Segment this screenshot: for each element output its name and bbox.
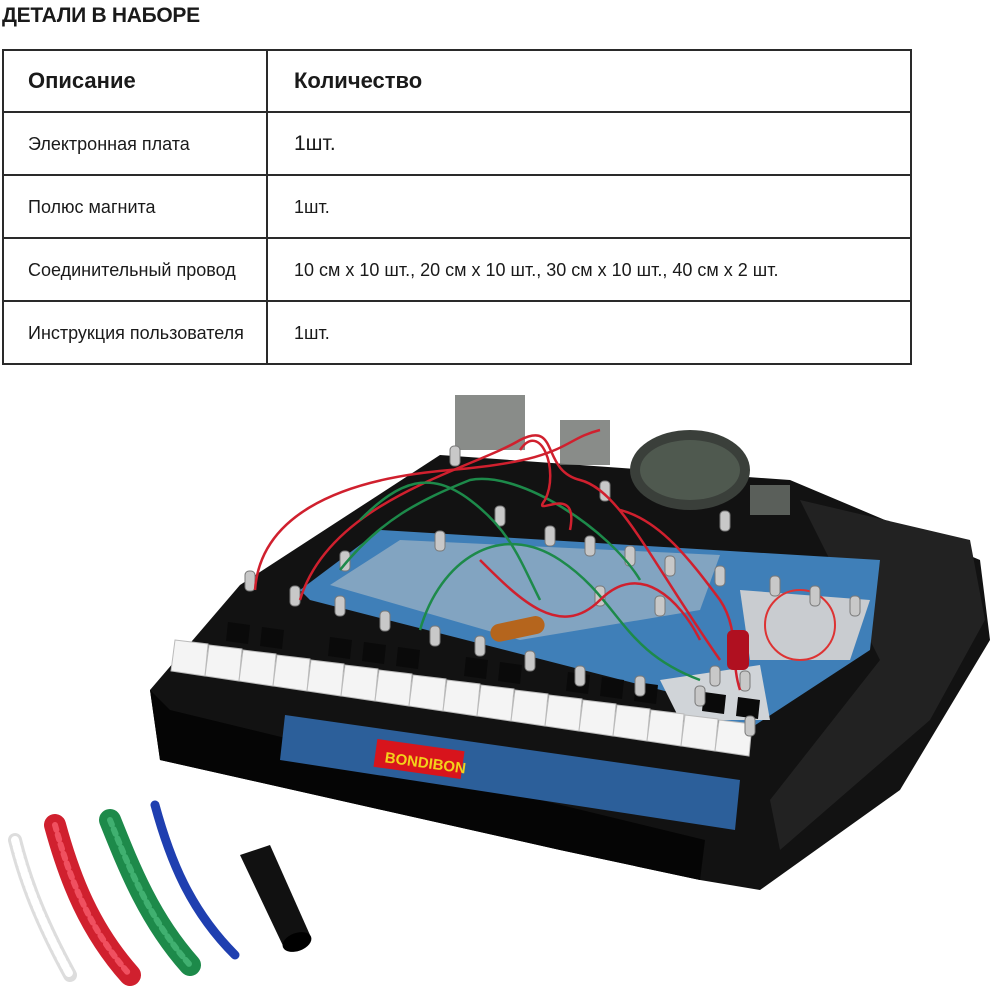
row-description: Электронная плата <box>2 111 268 176</box>
white-key <box>204 644 243 682</box>
piano-keys <box>170 622 760 757</box>
terminal-post <box>544 525 556 547</box>
white-key <box>408 674 447 712</box>
terminal-post <box>769 575 781 597</box>
white-key <box>306 659 345 697</box>
white-key <box>646 709 685 747</box>
wire-bundles <box>8 800 240 986</box>
row-description: Инструкция пользователя <box>2 300 268 365</box>
terminal-post <box>654 595 666 617</box>
white-key <box>272 654 311 692</box>
red-led <box>727 630 749 670</box>
black-key <box>464 657 488 679</box>
spring-terminals <box>244 445 861 737</box>
black-key <box>328 637 352 659</box>
connecting-wires <box>253 428 742 691</box>
white-key <box>544 694 583 732</box>
terminal-post <box>694 685 706 707</box>
section-title: ДЕТАЛИ В НАБОРЕ <box>2 4 200 27</box>
terminal-post <box>449 445 461 467</box>
white-key <box>714 719 753 757</box>
terminal-post <box>334 595 346 617</box>
terminal-post <box>719 510 731 532</box>
terminal-post <box>379 610 391 632</box>
white-key <box>374 669 413 707</box>
black-key <box>498 662 522 684</box>
white-key <box>442 679 481 717</box>
terminal-post <box>494 505 506 527</box>
terminal-post <box>244 570 256 592</box>
terminal-post <box>744 715 756 737</box>
parts-table: Описание Количество Электронная плата 1ш… <box>2 49 912 365</box>
table-row: Полюс магнита 1шт. <box>2 174 912 239</box>
terminal-post <box>289 585 301 607</box>
white-key <box>578 699 617 737</box>
black-key <box>396 647 420 669</box>
black-key <box>226 622 250 644</box>
black-key <box>702 692 726 714</box>
product-photo: BONDIBON <box>8 395 990 986</box>
white-key <box>680 714 719 752</box>
white-key <box>476 684 515 722</box>
table-row: Электронная плата 1шт. <box>2 111 912 176</box>
terminal-post <box>429 625 441 647</box>
terminal-post <box>434 530 446 552</box>
row-quantity: 1шт. <box>266 300 912 365</box>
row-quantity: 1шт. <box>266 174 912 239</box>
terminal-post <box>809 585 821 607</box>
terminal-post <box>634 675 646 697</box>
table-row: Инструкция пользователя 1шт. <box>2 300 912 365</box>
terminal-post <box>584 535 596 557</box>
magnet-pole <box>240 845 312 952</box>
row-quantity: 1шт. <box>266 111 912 176</box>
white-key <box>612 704 651 742</box>
white-key <box>238 649 277 687</box>
table-header-row: Описание Количество <box>2 49 912 113</box>
black-key <box>736 697 760 719</box>
terminal-post <box>574 665 586 687</box>
black-key <box>260 627 284 649</box>
black-key <box>600 677 624 699</box>
white-key <box>170 639 209 677</box>
terminal-post <box>714 565 726 587</box>
terminal-post <box>739 670 751 692</box>
resistor-tube <box>490 616 545 642</box>
terminal-post <box>664 555 676 577</box>
white-key <box>340 664 379 702</box>
terminal-post <box>474 635 486 657</box>
terminal-post <box>709 665 721 687</box>
black-key <box>362 642 386 664</box>
header-quantity: Количество <box>266 49 912 113</box>
white-key <box>510 689 549 727</box>
table-row: Соединительный провод 10 см x 10 шт., 20… <box>2 237 912 302</box>
header-description: Описание <box>2 49 268 113</box>
terminal-post <box>524 650 536 672</box>
row-description: Соединительный провод <box>2 237 268 302</box>
terminal-post <box>849 595 861 617</box>
row-description: Полюс магнита <box>2 174 268 239</box>
row-quantity: 10 см x 10 шт., 20 см x 10 шт., 30 см x … <box>266 237 912 302</box>
